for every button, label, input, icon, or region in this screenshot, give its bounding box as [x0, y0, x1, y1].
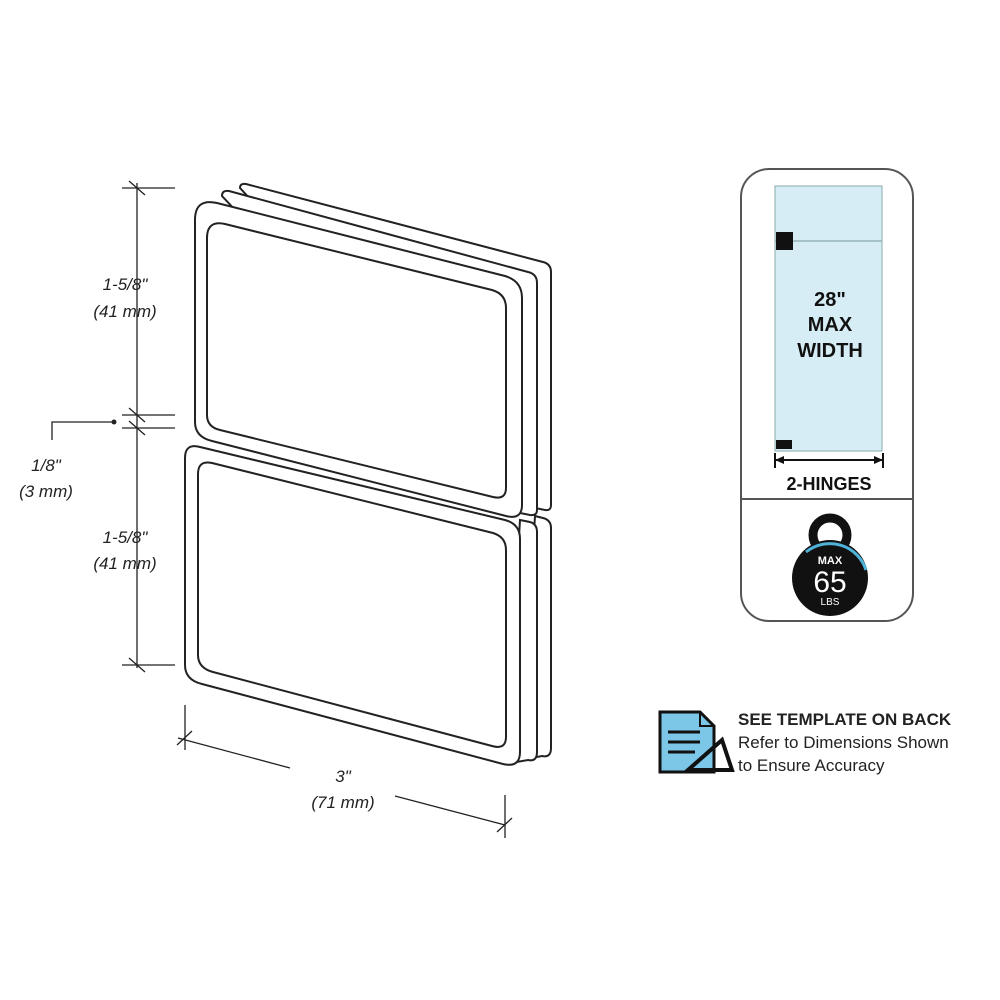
top-hinge-icon — [776, 232, 793, 250]
top-height-mm-label: (41 mm) — [93, 302, 156, 321]
hinge-drawing — [184, 182, 552, 766]
bottom-height-mm-label: (41 mm) — [93, 554, 156, 573]
max-width-line3: WIDTH — [797, 340, 863, 362]
leader-dot — [111, 419, 117, 425]
gap-label: 1/8" — [31, 456, 62, 475]
bottom-height-label: 1-5/8" — [103, 528, 149, 547]
document-ruler-icon — [658, 710, 735, 774]
glass-panel — [774, 185, 883, 452]
dimension-lines — [51, 180, 513, 838]
template-note-line1: Refer to Dimensions Shown — [738, 733, 949, 752]
bottom-hinge-icon — [776, 440, 792, 449]
upper-front-plate-face — [206, 222, 507, 499]
template-note: SEE TEMPLATE ON BACK Refer to Dimensions… — [738, 708, 951, 777]
weight-icon: MAX 65 LBS — [792, 513, 868, 616]
weight-max: MAX — [818, 555, 843, 567]
width-label: 3" — [335, 767, 351, 786]
top-height-label: 1-5/8" — [103, 275, 149, 294]
template-note-line2: to Ensure Accuracy — [738, 756, 885, 775]
width-mm-label: (71 mm) — [311, 793, 374, 812]
gap-mm-label: (3 mm) — [19, 482, 73, 501]
template-note-heading: SEE TEMPLATE ON BACK — [738, 710, 952, 729]
lower-front-plate-face — [197, 461, 507, 748]
max-width-line2: MAX — [808, 314, 853, 336]
hinges-label: 2-HINGES — [786, 474, 871, 494]
spec-card: 28" MAX WIDTH 2-HINGES MAX 65 LBS — [740, 168, 914, 622]
weight-unit: LBS — [821, 597, 840, 608]
max-width-line1: 28" — [814, 289, 846, 311]
weight-value: 65 — [813, 566, 846, 599]
